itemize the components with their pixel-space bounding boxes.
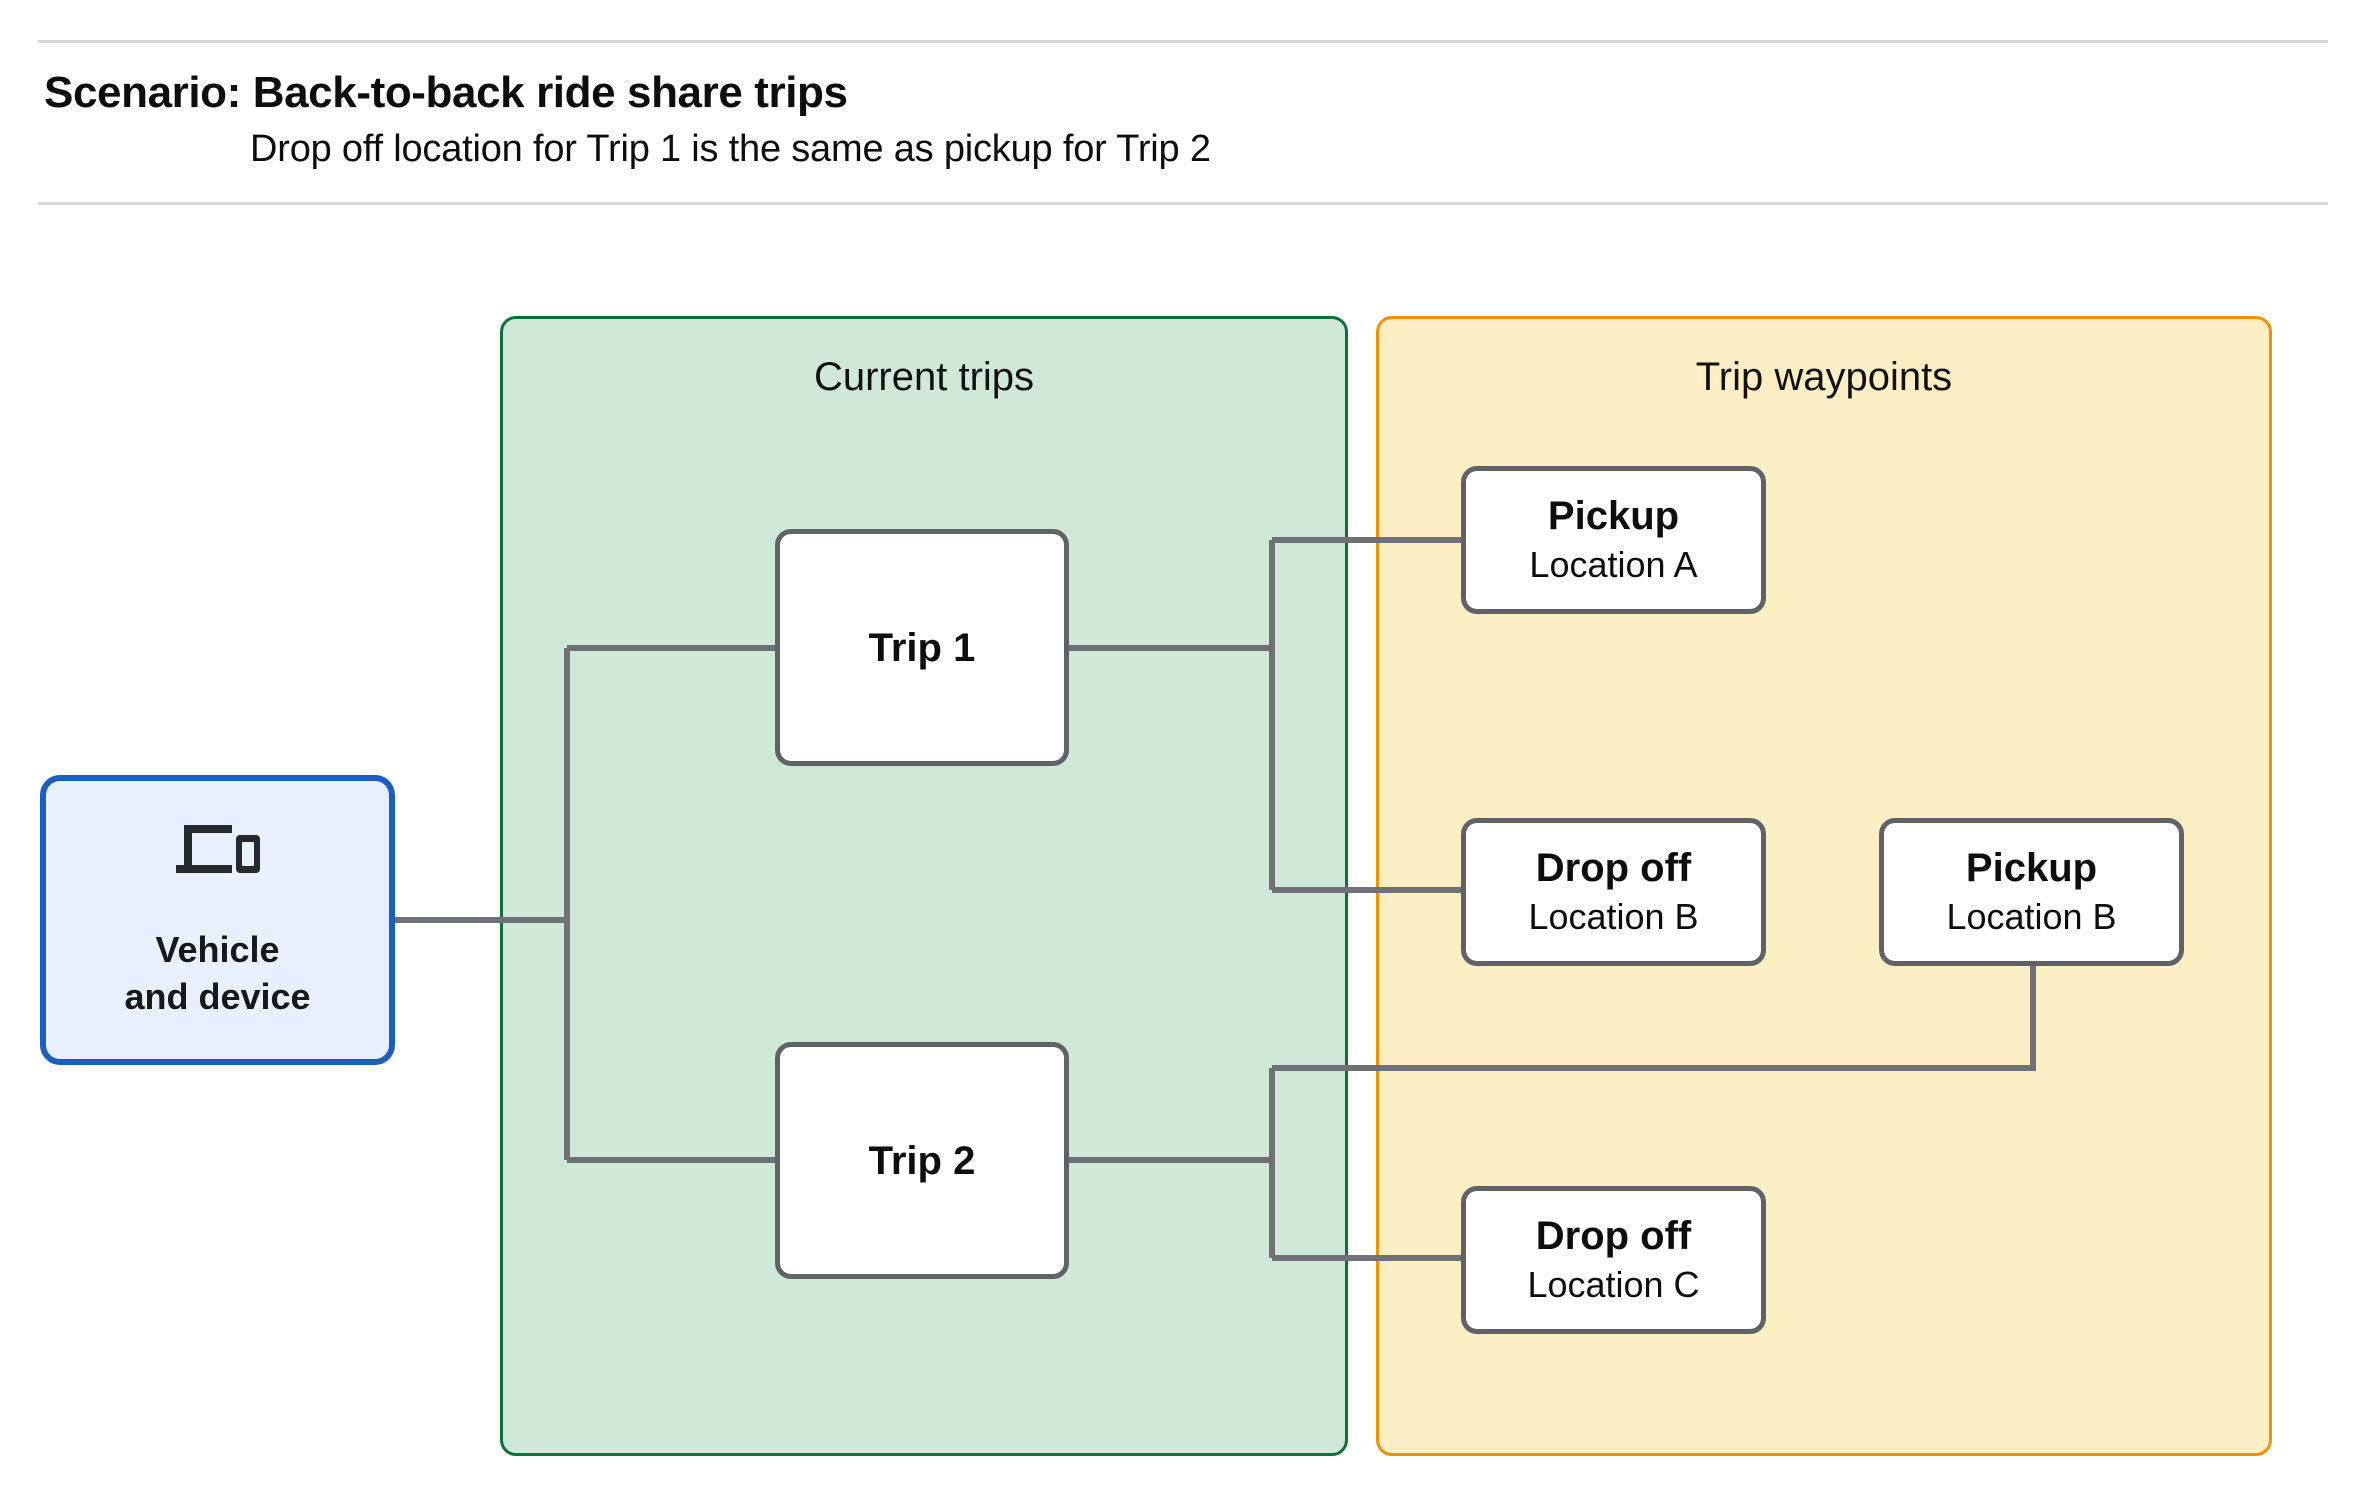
node-waypoint-pickup-a[interactable]: Pickup Location A	[1461, 466, 1766, 614]
waypoint-type: Pickup	[1965, 846, 2098, 891]
vehicle-label-line2: and device	[124, 976, 311, 1017]
waypoint-type: Drop off	[1535, 846, 1692, 891]
waypoint-location: Location C	[1527, 1264, 1700, 1306]
node-trip-2[interactable]: Trip 2	[775, 1042, 1069, 1279]
node-trip-2-label: Trip 2	[868, 1138, 976, 1183]
header-divider-top	[38, 40, 2328, 43]
page-title: Scenario: Back-to-back ride share trips	[44, 68, 848, 117]
header-divider-bottom	[38, 202, 2328, 205]
devices-icon	[175, 825, 260, 874]
waypoint-type: Pickup	[1547, 494, 1680, 539]
group-trip-waypoints-title: Trip waypoints	[1695, 355, 1953, 399]
node-waypoint-dropoff-c[interactable]: Drop off Location C	[1461, 1186, 1766, 1334]
group-current-trips: Current trips	[500, 316, 1348, 1456]
node-trip-1-label: Trip 1	[868, 625, 976, 670]
node-vehicle-and-device[interactable]: Vehicle and device	[40, 775, 395, 1065]
waypoint-type: Drop off	[1535, 1214, 1692, 1259]
node-trip-1[interactable]: Trip 1	[775, 529, 1069, 766]
node-waypoint-pickup-b[interactable]: Pickup Location B	[1879, 818, 2184, 966]
page-subtitle: Drop off location for Trip 1 is the same…	[250, 128, 1211, 170]
waypoint-location: Location B	[1946, 896, 2117, 938]
waypoint-location: Location A	[1529, 544, 1698, 586]
group-current-trips-title: Current trips	[813, 355, 1035, 399]
waypoint-location: Location B	[1528, 896, 1699, 938]
node-waypoint-dropoff-b[interactable]: Drop off Location B	[1461, 818, 1766, 966]
vehicle-label-line1: Vehicle	[155, 929, 280, 971]
